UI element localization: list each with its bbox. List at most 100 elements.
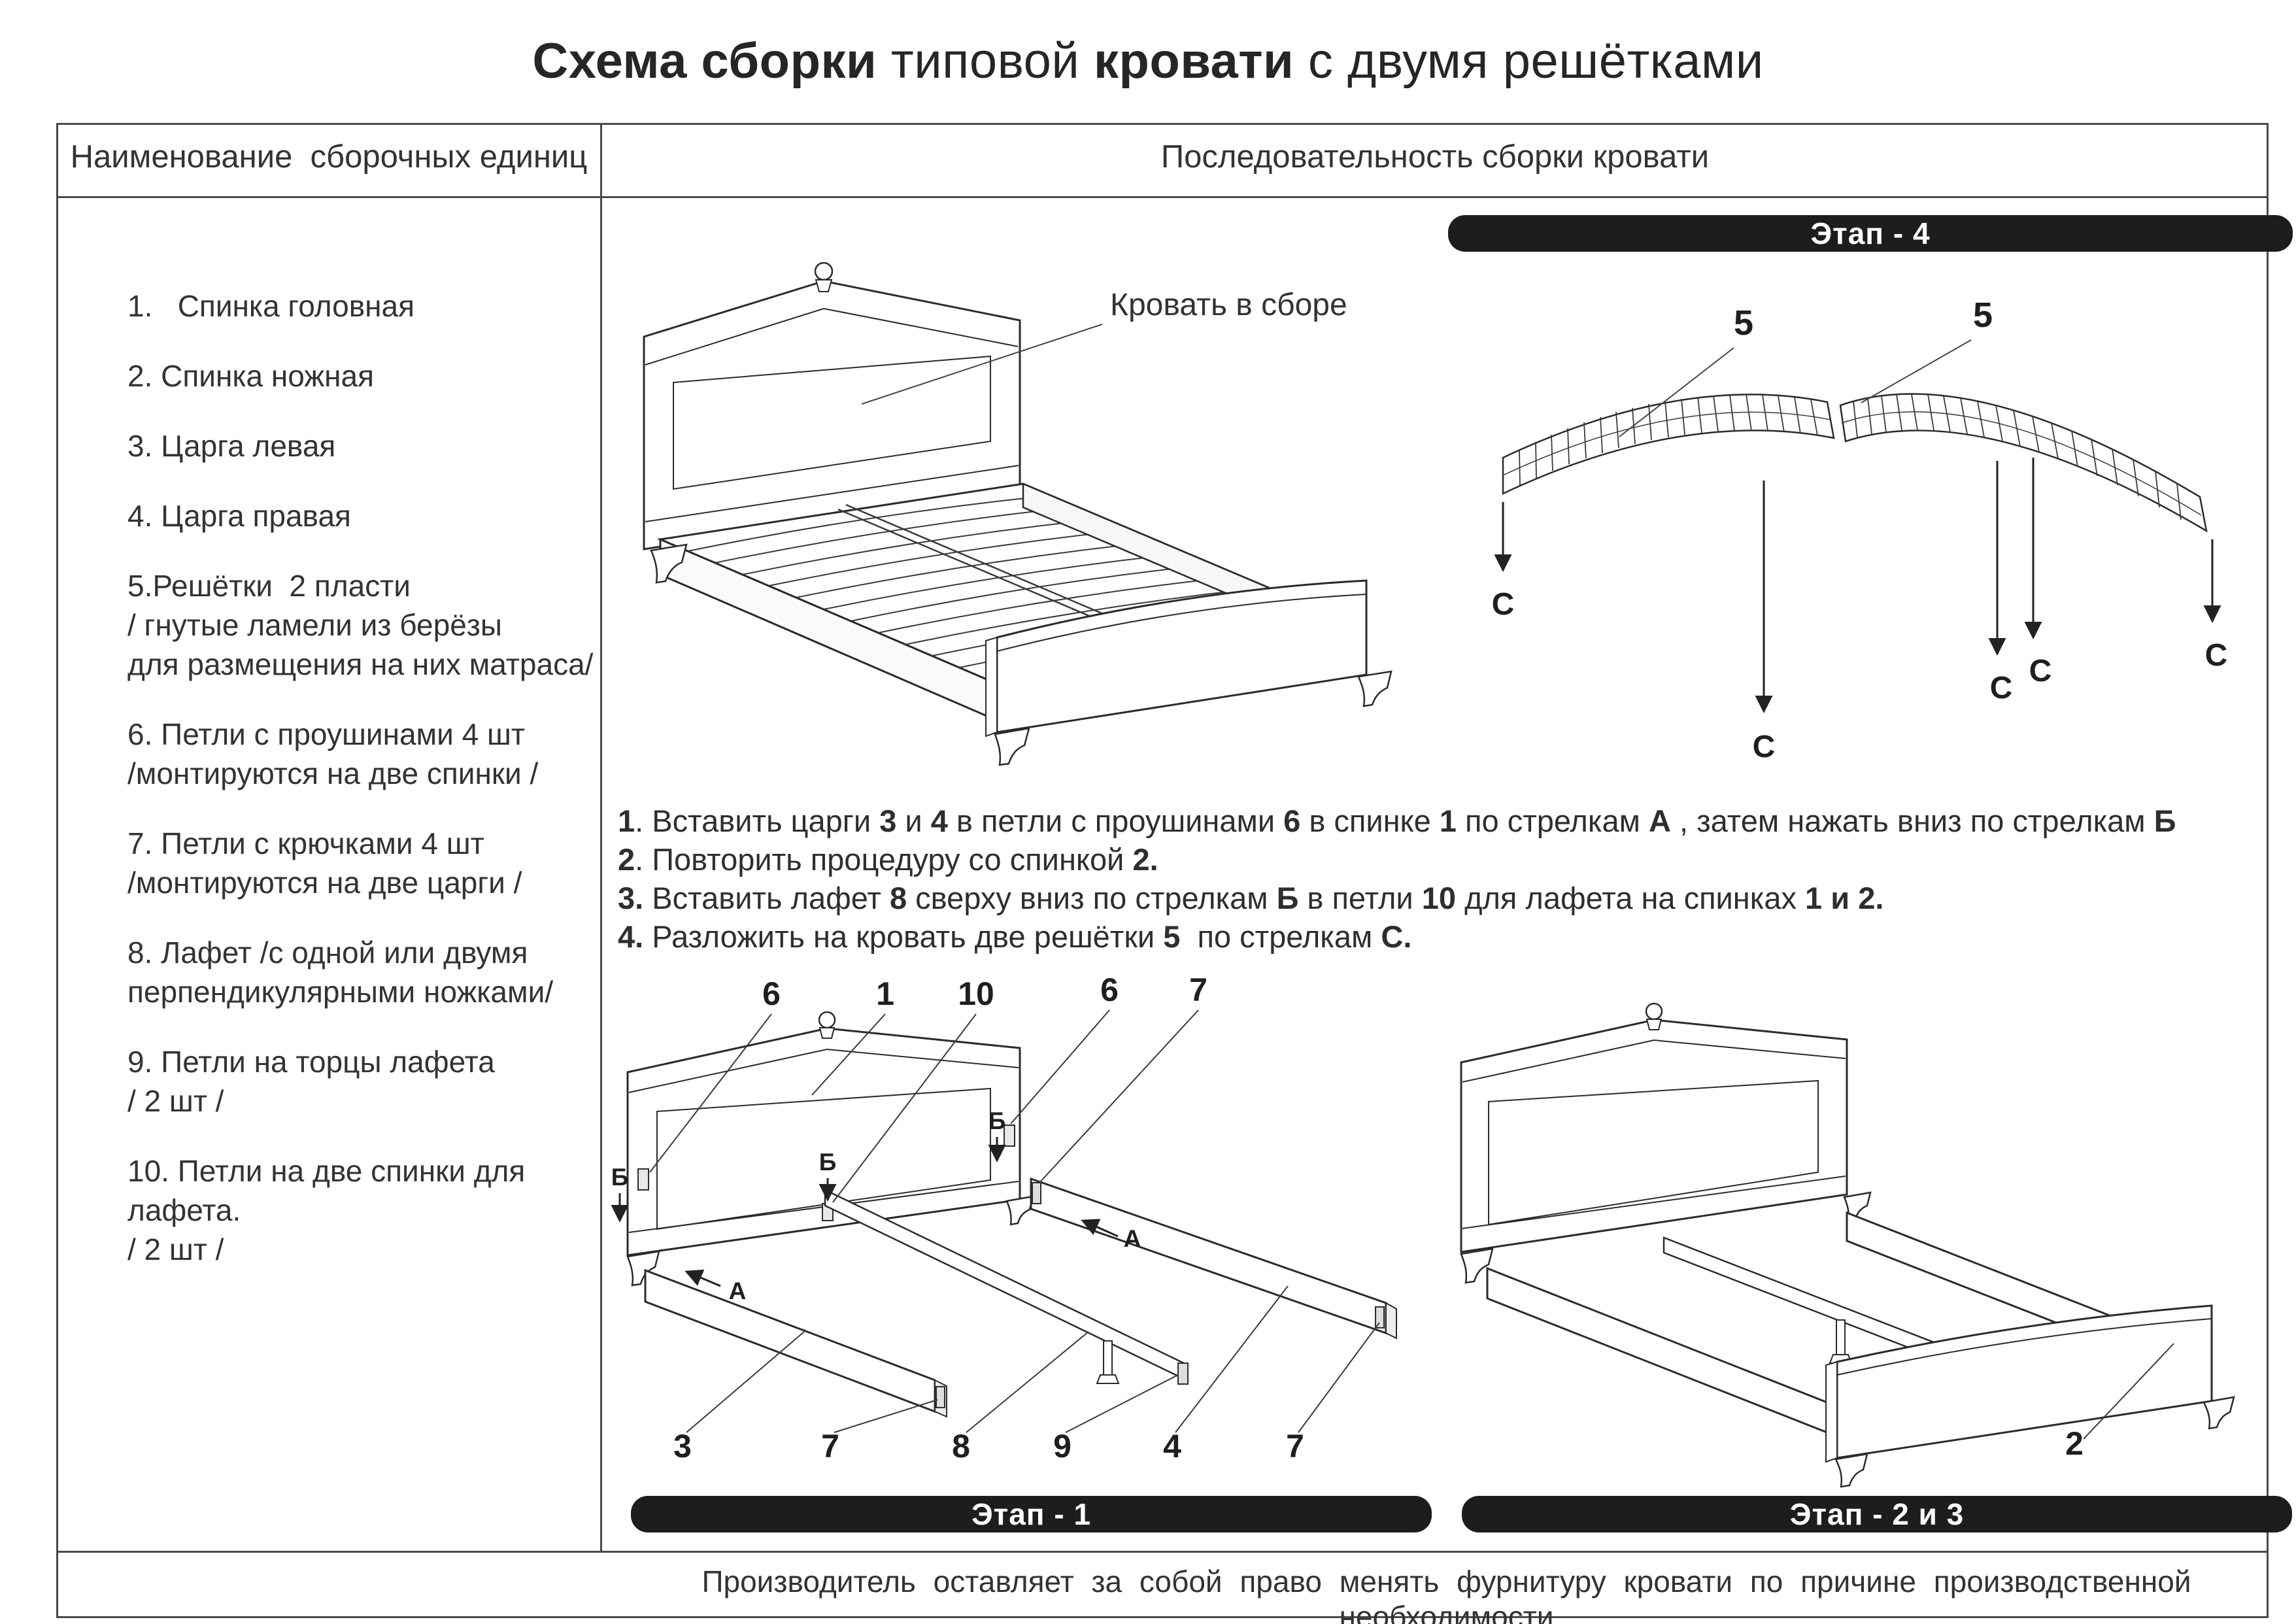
instructions: 1. Вставить царги 3 и 4 в петли с проуши… (618, 802, 2288, 956)
arrow-label-c: С (1753, 730, 1776, 764)
stage4-badge: Этап - 4 (1448, 215, 2293, 252)
callout-number: 6 (1100, 972, 1119, 1008)
callout-number: 4 (1163, 1428, 1181, 1464)
side-rail-left (644, 1268, 947, 1418)
grid-left-callout: 5 (1734, 303, 1753, 343)
part-item: 1. Спинка головная (127, 286, 595, 326)
instruction-step: 2. Повторить процедуру со спинкой 2. (618, 842, 1158, 877)
part-item-line: 6. Петли с проушинами 4 шт (127, 717, 525, 751)
eyelet-hinge (637, 1168, 649, 1191)
slat-grid-left (1502, 394, 1835, 495)
part-item-line: /монтируются на две царги / (127, 866, 522, 900)
insert-label-a: А (729, 1277, 747, 1304)
footer-note: Производитель оставляет за собой право м… (701, 1565, 2191, 1624)
part-item-line: 2. Спинка ножная (127, 359, 375, 393)
part-item-line: 10. Петли на две спинки для лафета. (127, 1154, 534, 1227)
rule-top (56, 123, 2269, 125)
lafet-leg (1103, 1340, 1113, 1376)
part-item-line: 8. Лафет /с одной или двумя (127, 936, 528, 970)
part-item-line: /монтируются на две спинки / (127, 756, 539, 790)
callout-number: 7 (1189, 972, 1207, 1008)
footboard (1825, 1304, 2235, 1488)
part-item: 3. Царга левая (127, 426, 595, 465)
assembled-bed-label: Кровать в сборе (1110, 288, 1347, 322)
callout-number: 1 (876, 975, 894, 1012)
part-item-line: 9. Петли на торцы лафета (127, 1045, 495, 1079)
grid-right-callout: 5 (1973, 296, 1993, 335)
part-item-line: 1. Спинка головная (127, 289, 415, 323)
finial (814, 262, 834, 281)
lafet-end-hinge (1177, 1362, 1189, 1385)
part-item-line: 5.Решётки 2 пласти (127, 569, 411, 603)
callout-leaders (649, 1009, 1380, 1433)
callout-number: 6 (762, 975, 781, 1012)
instruction-step: 1. Вставить царги 3 и 4 в петли с проуши… (618, 804, 2176, 838)
headboard (1460, 1002, 1872, 1284)
grid-right-leader (1861, 339, 1972, 403)
slat-grid-right (1839, 393, 2208, 533)
column-divider (600, 123, 602, 1553)
title-segment: с двумя решётками (1294, 33, 1764, 89)
assembled-label-leader (861, 324, 1103, 405)
callout-number: 2 (2065, 1425, 2084, 1462)
stage23-badge: Этап - 2 и 3 (1462, 1496, 2292, 1532)
press-arrows-b: Б Б Б (611, 1108, 1006, 1223)
instruction-step: 3. Вставить лафет 8 сверху вниз по стрел… (618, 881, 1884, 915)
stage1-drawing: Б Б Б А А 6 1 10 6 (611, 972, 1397, 1464)
part-item-line: 7. Петли с крючками 4 шт (127, 826, 484, 860)
rule-above-footer (56, 1551, 2269, 1553)
stage1-badge: Этап - 1 (631, 1496, 1432, 1532)
lafet-leg (1836, 1319, 1846, 1355)
part-item: 6. Петли с проушинами 4 шт/монтируются н… (127, 715, 595, 793)
hook-hinge (1375, 1306, 1385, 1328)
footboard (985, 579, 1368, 737)
callout-number: 3 (673, 1428, 692, 1464)
part-item: 5.Решётки 2 пласти / гнутые ламели из бер… (127, 566, 595, 684)
arrow-label-c: С (2205, 638, 2228, 673)
callout-number: 9 (1053, 1428, 1072, 1464)
border-right (2267, 123, 2269, 1618)
arrow-label-c: С (1990, 671, 2013, 705)
title-segment: кровати (1093, 33, 1294, 89)
rule-bottom (56, 1616, 2269, 1618)
finial (1645, 1002, 1663, 1021)
hook-hinge (936, 1386, 945, 1408)
press-label-b: Б (819, 1149, 837, 1176)
part-item-line: / 2 шт / (127, 1232, 224, 1266)
parts-list: 1. Спинка головная 2. Спинка ножная 3. Цар… (127, 286, 595, 1300)
side-rail-right (1030, 1177, 1397, 1340)
stage4-drawing: 5 5 С С С С С (1492, 296, 2228, 764)
part-item: 4. Царга правая (127, 496, 595, 535)
callout-leader (2083, 1343, 2174, 1440)
part-item-line: / гнутые ламели из берёзы (127, 608, 502, 642)
part-item: 8. Лафет /с одной или двумя перпендикуляр… (127, 933, 595, 1011)
instruction-step: 4. Разложить на кровать две решётки 5 по… (618, 919, 1412, 954)
parts-column-header: Наименование сборочных единиц (70, 139, 588, 175)
finial (818, 1011, 836, 1029)
part-item: 9. Петли на торцы лафета/ 2 шт / (127, 1042, 595, 1121)
sequence-column-header: Последовательность сборки кровати (1160, 139, 1710, 175)
arrow-label-c: С (1492, 587, 1515, 622)
part-item-line: 4. Царга правая (127, 499, 351, 533)
rule-under-headers (56, 196, 2269, 198)
part-item: 2. Спинка ножная (127, 356, 595, 396)
part-item-line: 3. Царга левая (127, 429, 336, 463)
press-label-b: Б (611, 1164, 629, 1191)
callout-number: 7 (821, 1428, 839, 1464)
eyelet-hinge (1004, 1125, 1015, 1147)
callout-number: 7 (1286, 1428, 1304, 1464)
bed-feet (650, 543, 1393, 766)
part-item-line: перпендикулярными ножками/ (127, 975, 554, 1009)
callout-number: 10 (958, 975, 994, 1012)
stage23-drawing: 2 (1460, 1002, 2235, 1488)
callout-number: 8 (952, 1428, 970, 1464)
border-left (56, 123, 58, 1618)
press-label-b: Б (988, 1108, 1006, 1134)
page-title: Схема сборки типовой кровати с двумя реш… (0, 33, 2296, 90)
grid-left-leader (1619, 347, 1734, 437)
title-segment: Схема сборки (532, 33, 877, 89)
headboard (643, 262, 1021, 550)
arrow-label-c: С (2029, 654, 2052, 688)
insert-arrows-a: А А (684, 1219, 1141, 1304)
